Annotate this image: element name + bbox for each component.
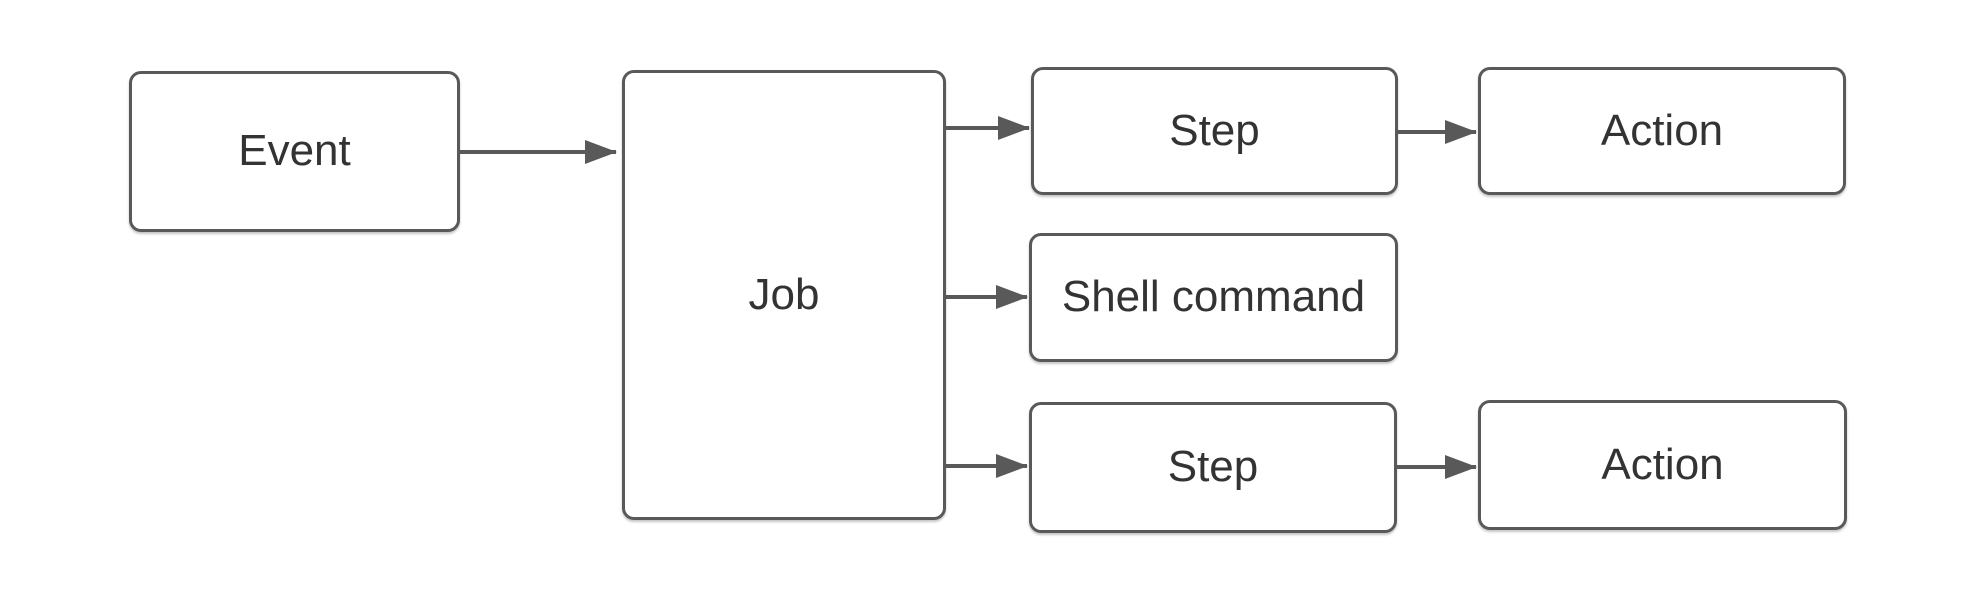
node-step-1: Step (1031, 67, 1398, 195)
node-shell-command-label: Shell command (1061, 272, 1366, 322)
node-event: Event (129, 71, 460, 232)
node-step-1-label: Step (1169, 105, 1260, 155)
node-action-1-label: Action (1600, 105, 1724, 155)
node-action-2-label: Action (1601, 439, 1724, 489)
node-job: Job (622, 70, 946, 520)
node-step-2-label: Step (1167, 442, 1259, 492)
node-step-2: Step (1029, 402, 1397, 533)
node-shell-command: Shell command (1029, 233, 1398, 362)
node-job-label: Job (748, 269, 820, 319)
node-event-label: Event (238, 126, 351, 176)
node-action-2: Action (1478, 400, 1847, 530)
node-action-1: Action (1478, 67, 1846, 195)
